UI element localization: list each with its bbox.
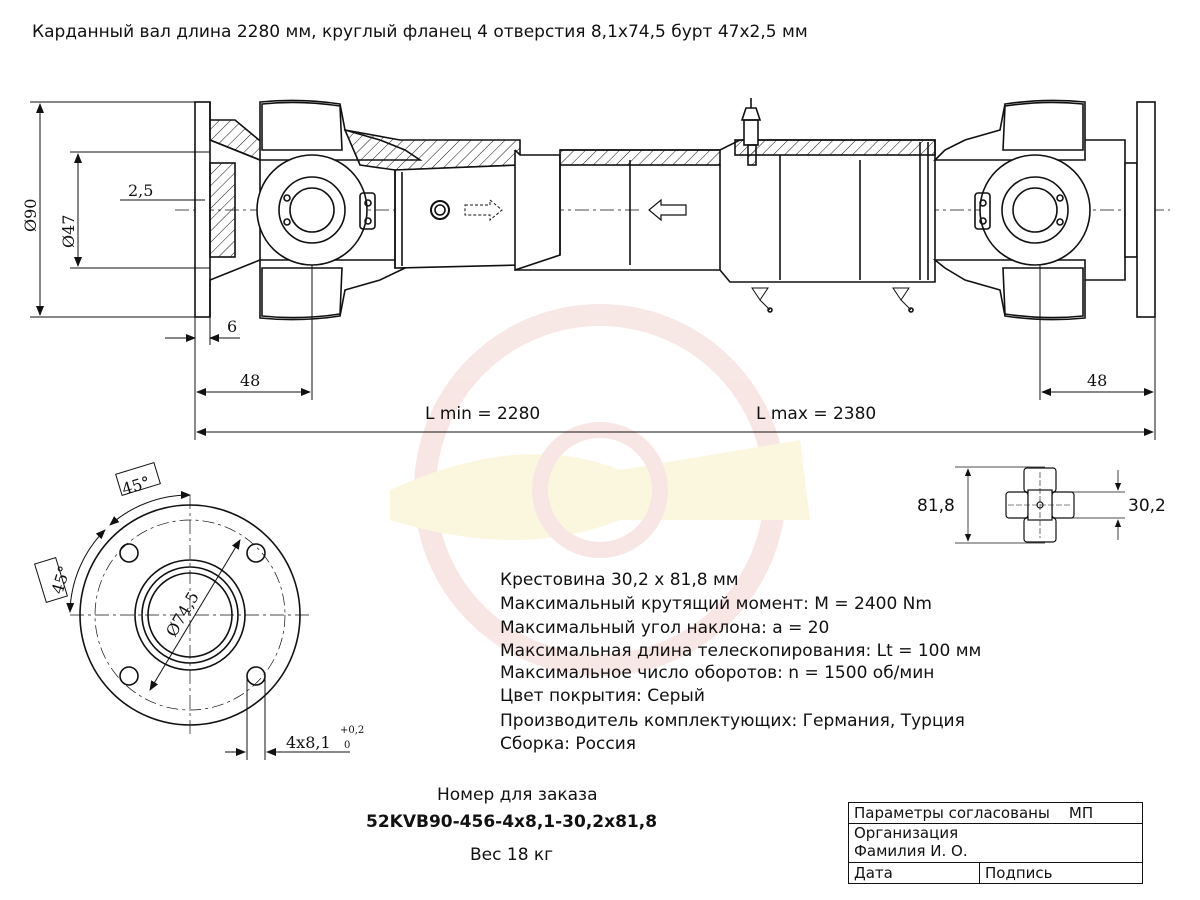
stamp-organization: Организация	[854, 824, 959, 842]
stamp-signature: Подпись	[979, 862, 1143, 884]
shaft-side-view	[175, 98, 1170, 321]
tolerance-upper: +0,2	[340, 725, 364, 736]
flange-thickness-label: 6	[227, 317, 237, 336]
flange-front-view	[34, 462, 350, 760]
spec-angle: Максимальный угол наклона: а = 20	[500, 618, 830, 638]
drawing-title: Карданный вал длина 2280 мм, круглый фла…	[32, 22, 808, 42]
spec-manufacturer: Производитель комплектующих: Германия, Т…	[500, 711, 965, 731]
cross-spider	[955, 466, 1125, 544]
stamp-mp: МП	[1068, 804, 1094, 822]
tolerance-lower: 0	[344, 740, 350, 751]
l-max-label: L max = 2380	[756, 404, 876, 424]
order-label: Номер для заказа	[437, 785, 598, 805]
weight-label: Вес 18 кг	[470, 845, 554, 865]
stamp-approved: Параметры согласованы	[854, 804, 1050, 822]
order-number: 52KVB90-456-4x8,1-30,2x81,8	[366, 812, 658, 832]
stamp-org-cell: Организация Фамилия И. О.	[848, 823, 1143, 863]
right-48-label: 48	[1087, 371, 1107, 390]
holes-label: 4x8,1	[286, 733, 331, 752]
spec-telescoping: Максимальная длина телескопирования: Lt …	[500, 641, 982, 661]
stamp-date: Дата	[848, 862, 980, 884]
dia-90-label: Ø90	[21, 199, 40, 232]
stamp-approved-cell: Параметры согласованы МП	[848, 802, 1143, 824]
l-min-label: L min = 2280	[425, 404, 540, 424]
angle-45-top-label: 45°	[120, 472, 153, 498]
collar-label: 2,5	[128, 181, 153, 200]
dia-47-label: Ø47	[59, 215, 78, 248]
approval-stamp: Параметры согласованы МП Организация Фам…	[848, 802, 1143, 884]
top-dimensions	[30, 101, 1156, 440]
spec-color: Цвет покрытия: Серый	[500, 686, 705, 706]
spec-cross: Крестовина 30,2 х 81,8 мм	[500, 570, 739, 590]
spec-assembly: Сборка: Россия	[500, 734, 636, 754]
top-dimension-texts: Ø90 Ø47 2,5 6 48 48 L min = 2280 L max =…	[21, 181, 1107, 424]
cross-diameter-label: 30,2	[1128, 496, 1166, 516]
cross-length-label: 81,8	[917, 496, 955, 516]
spec-rpm: Максимальное число оборотов: n = 1500 об…	[500, 663, 935, 683]
spec-torque: Максимальный крутящий момент: М = 2400 N…	[500, 594, 932, 614]
watermark-logo	[390, 304, 810, 676]
cross-dimension-texts: 81,8 30,2	[917, 496, 1166, 516]
stamp-name: Фамилия И. О.	[854, 842, 968, 860]
angle-45-left-label: 45°	[48, 563, 74, 596]
left-48-label: 48	[240, 371, 260, 390]
